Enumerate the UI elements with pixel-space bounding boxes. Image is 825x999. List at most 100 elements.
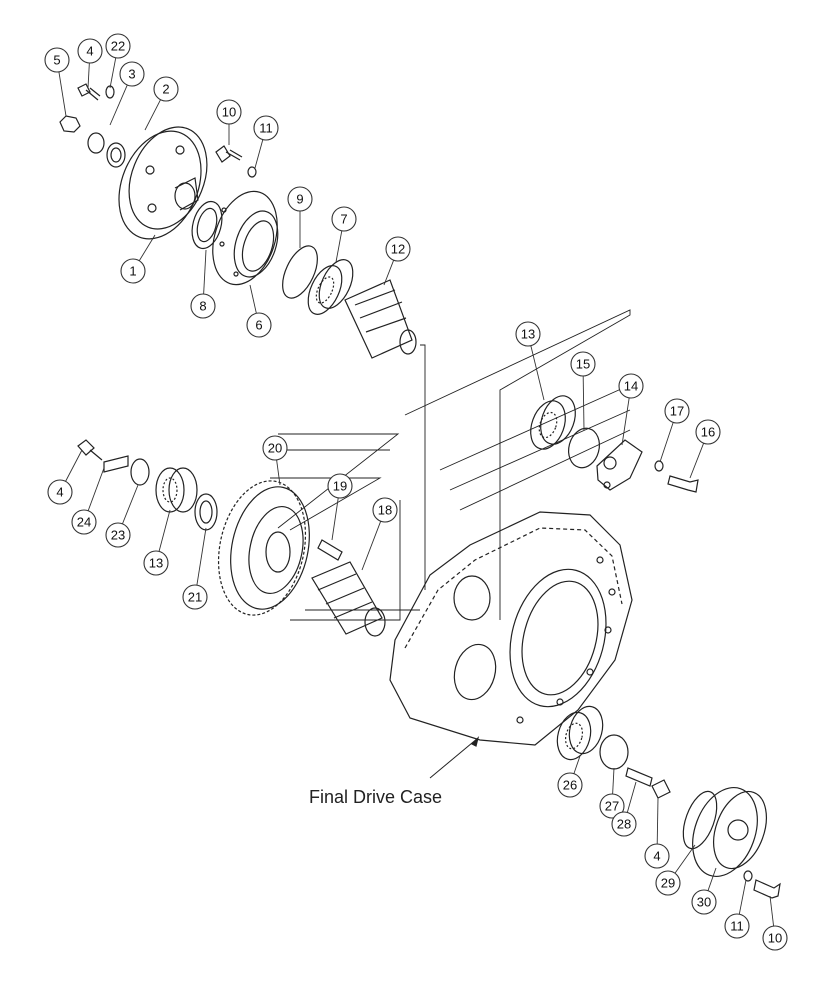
callout-circle xyxy=(618,373,644,399)
callout-circle xyxy=(216,99,242,125)
callout-leader xyxy=(361,521,382,571)
callout-circle xyxy=(385,236,411,262)
callout-number: 8 xyxy=(199,299,206,314)
callout-leader xyxy=(144,99,161,131)
callout-4: 4 xyxy=(77,38,103,89)
callout-number: 27 xyxy=(605,799,619,814)
callout-leader xyxy=(530,345,545,401)
callout-11: 11 xyxy=(253,115,279,169)
callout-leader xyxy=(203,249,207,295)
final-drive-case-caption: Final Drive Case xyxy=(309,787,442,807)
lock-plate-28 xyxy=(625,767,653,787)
callout-10: 10 xyxy=(216,99,242,145)
callout-4: 4 xyxy=(644,797,670,869)
bolt-4-low xyxy=(651,779,671,799)
bolt-10-top xyxy=(215,145,243,163)
callout-circle xyxy=(691,889,717,915)
callout-leader xyxy=(707,867,717,891)
callout-number: 3 xyxy=(128,67,135,82)
callout-number: 5 xyxy=(53,53,60,68)
callout-circle xyxy=(287,186,313,212)
callout-leader xyxy=(659,422,674,463)
retainer-6 xyxy=(212,190,279,286)
callout-26: 26 xyxy=(557,755,583,798)
oil-seal-8 xyxy=(191,200,223,250)
callout-number: 13 xyxy=(521,327,535,342)
side-cover-assembly xyxy=(530,395,699,493)
callout-15: 15 xyxy=(570,351,596,431)
callout-number: 29 xyxy=(661,876,675,891)
callout-leader xyxy=(738,879,747,915)
callout-number: 11 xyxy=(730,919,744,934)
flange-1 xyxy=(118,126,208,240)
callout-circle xyxy=(762,925,788,951)
callout-number: 4 xyxy=(56,485,63,500)
callout-leader xyxy=(674,844,696,874)
bolt-4 xyxy=(77,83,101,101)
callout-circle xyxy=(327,473,353,499)
callout-number: 4 xyxy=(653,849,660,864)
callout-number: 9 xyxy=(296,192,303,207)
gear-shaft-18 xyxy=(311,561,386,637)
callout-number: 21 xyxy=(188,590,202,605)
bearing-7 xyxy=(307,259,354,315)
callout-number: 17 xyxy=(670,404,684,419)
callout-number: 20 xyxy=(268,441,282,456)
callout-circle xyxy=(599,793,625,819)
callout-leader xyxy=(87,467,105,511)
shim-21 xyxy=(194,493,218,531)
callout-12: 12 xyxy=(383,236,411,286)
callout-circle xyxy=(120,258,146,284)
callout-circle xyxy=(253,115,279,141)
callout-leader xyxy=(626,781,637,813)
callout-circle xyxy=(246,312,272,338)
washer-11-top xyxy=(247,166,257,178)
callout-22: 22 xyxy=(105,33,131,89)
callout-leader xyxy=(331,497,339,541)
callout-circle xyxy=(153,76,179,102)
callout-number: 10 xyxy=(222,105,236,120)
callout-10: 10 xyxy=(762,895,788,951)
callout-13: 13 xyxy=(515,321,545,401)
plug-15 xyxy=(568,427,600,469)
callout-9: 9 xyxy=(287,186,313,248)
callout-leader xyxy=(582,375,585,431)
bearing-13-mid xyxy=(155,467,198,513)
flange-cover-assembly xyxy=(59,83,417,359)
callout-27: 27 xyxy=(599,767,625,819)
callout-circle xyxy=(182,584,208,610)
callout-number: 2 xyxy=(162,82,169,97)
callout-circle xyxy=(262,435,288,461)
bearing-26 xyxy=(556,705,604,761)
washer-17 xyxy=(654,460,664,472)
callout-number: 1 xyxy=(129,264,136,279)
callout-number: 30 xyxy=(697,895,711,910)
callout-28: 28 xyxy=(611,781,637,837)
callout-circle xyxy=(71,509,97,535)
callout-circle xyxy=(77,38,103,64)
callout-leader xyxy=(335,230,343,263)
callout-14: 14 xyxy=(618,373,644,446)
callout-23: 23 xyxy=(105,484,139,548)
leader-lines xyxy=(404,309,631,620)
callout-18: 18 xyxy=(361,497,398,571)
callout-7: 7 xyxy=(331,206,357,263)
callout-number: 6 xyxy=(255,318,262,333)
callout-circle xyxy=(644,843,670,869)
callout-16: 16 xyxy=(689,419,721,479)
callout-circle xyxy=(372,497,398,523)
callout-3: 3 xyxy=(109,61,145,126)
callout-leader xyxy=(254,139,264,169)
callout-leader xyxy=(158,509,171,552)
callout-number: 18 xyxy=(378,503,392,518)
parts-drawing xyxy=(59,83,781,899)
callout-circle xyxy=(655,870,681,896)
callout-20: 20 xyxy=(262,435,288,486)
callout-2: 2 xyxy=(144,76,179,131)
callout-circle xyxy=(664,398,690,424)
callout-leader xyxy=(276,459,281,486)
callout-leader xyxy=(621,397,630,446)
callout-1: 1 xyxy=(120,234,156,284)
